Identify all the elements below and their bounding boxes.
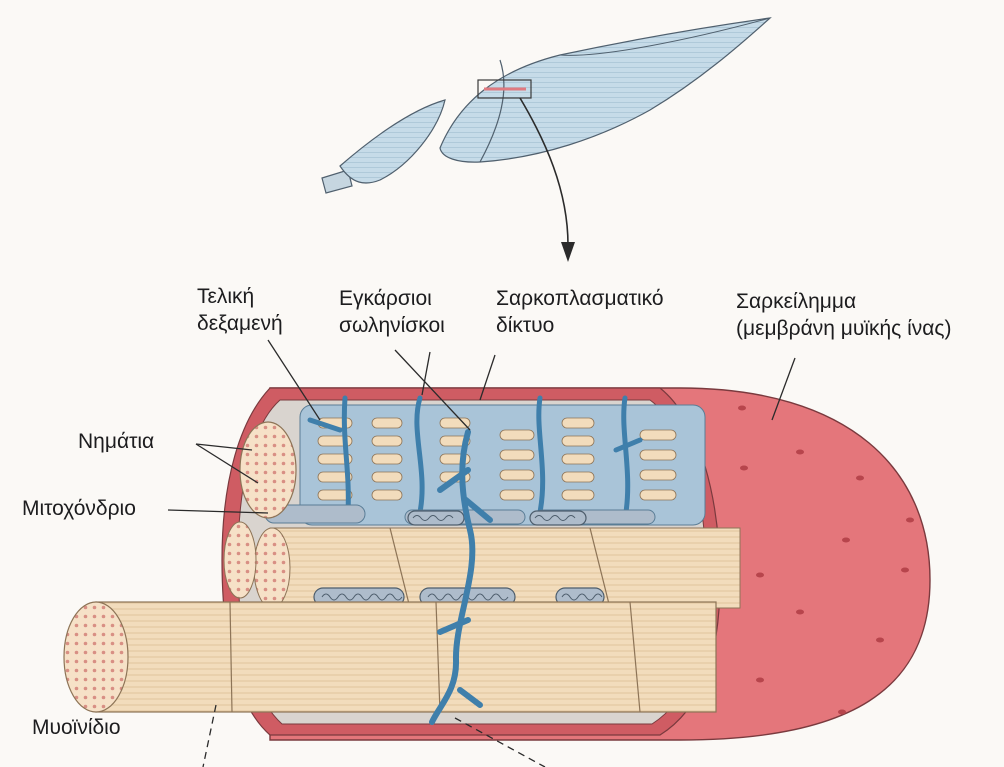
- t-tubules-line2: σωληνίσκοι: [339, 312, 445, 339]
- t-tubules-label: Εγκάρσιοι σωληνίσκοι: [339, 285, 445, 339]
- myofilaments-label: Νημάτια: [78, 428, 154, 455]
- mitochondrion-label: Μιτοχόνδριο: [22, 495, 136, 522]
- sarcoplasmic-reticulum-line2: δίκτυο: [496, 312, 664, 339]
- sarcoplasmic-reticulum-network: [265, 398, 705, 525]
- mitochondrion-4: [408, 511, 464, 525]
- mitochondrion-5: [530, 511, 586, 525]
- terminal-cisterna-line1: Τελική: [197, 283, 283, 310]
- sarcolemma-line1: Σαρκείλημμα: [736, 288, 952, 315]
- muscle-belly-small: [340, 100, 445, 183]
- terminal-cisterna-line2: δεξαμενή: [197, 310, 283, 337]
- whole-muscle-illustration: [322, 18, 770, 262]
- myofibril-label: Μυοϊνίδιο: [32, 714, 121, 741]
- sarcolemma-line2: (μεμβράνη μυϊκής ίνας): [736, 315, 952, 342]
- sarcoplasmic-reticulum-line1: Σαρκοπλασματικό: [496, 285, 664, 312]
- t-tubules-line1: Εγκάρσιοι: [339, 285, 445, 312]
- sarcoplasmic-reticulum-label: Σαρκοπλασματικό δίκτυο: [496, 285, 664, 339]
- myofibril-front: [64, 602, 716, 712]
- myofibril-upper-end: [240, 422, 296, 518]
- sarcolemma-label: Σαρκείλημμα (μεμβράνη μυϊκής ίνας): [736, 288, 952, 342]
- terminal-cisterna-label: Τελική δεξαμενή: [197, 283, 283, 337]
